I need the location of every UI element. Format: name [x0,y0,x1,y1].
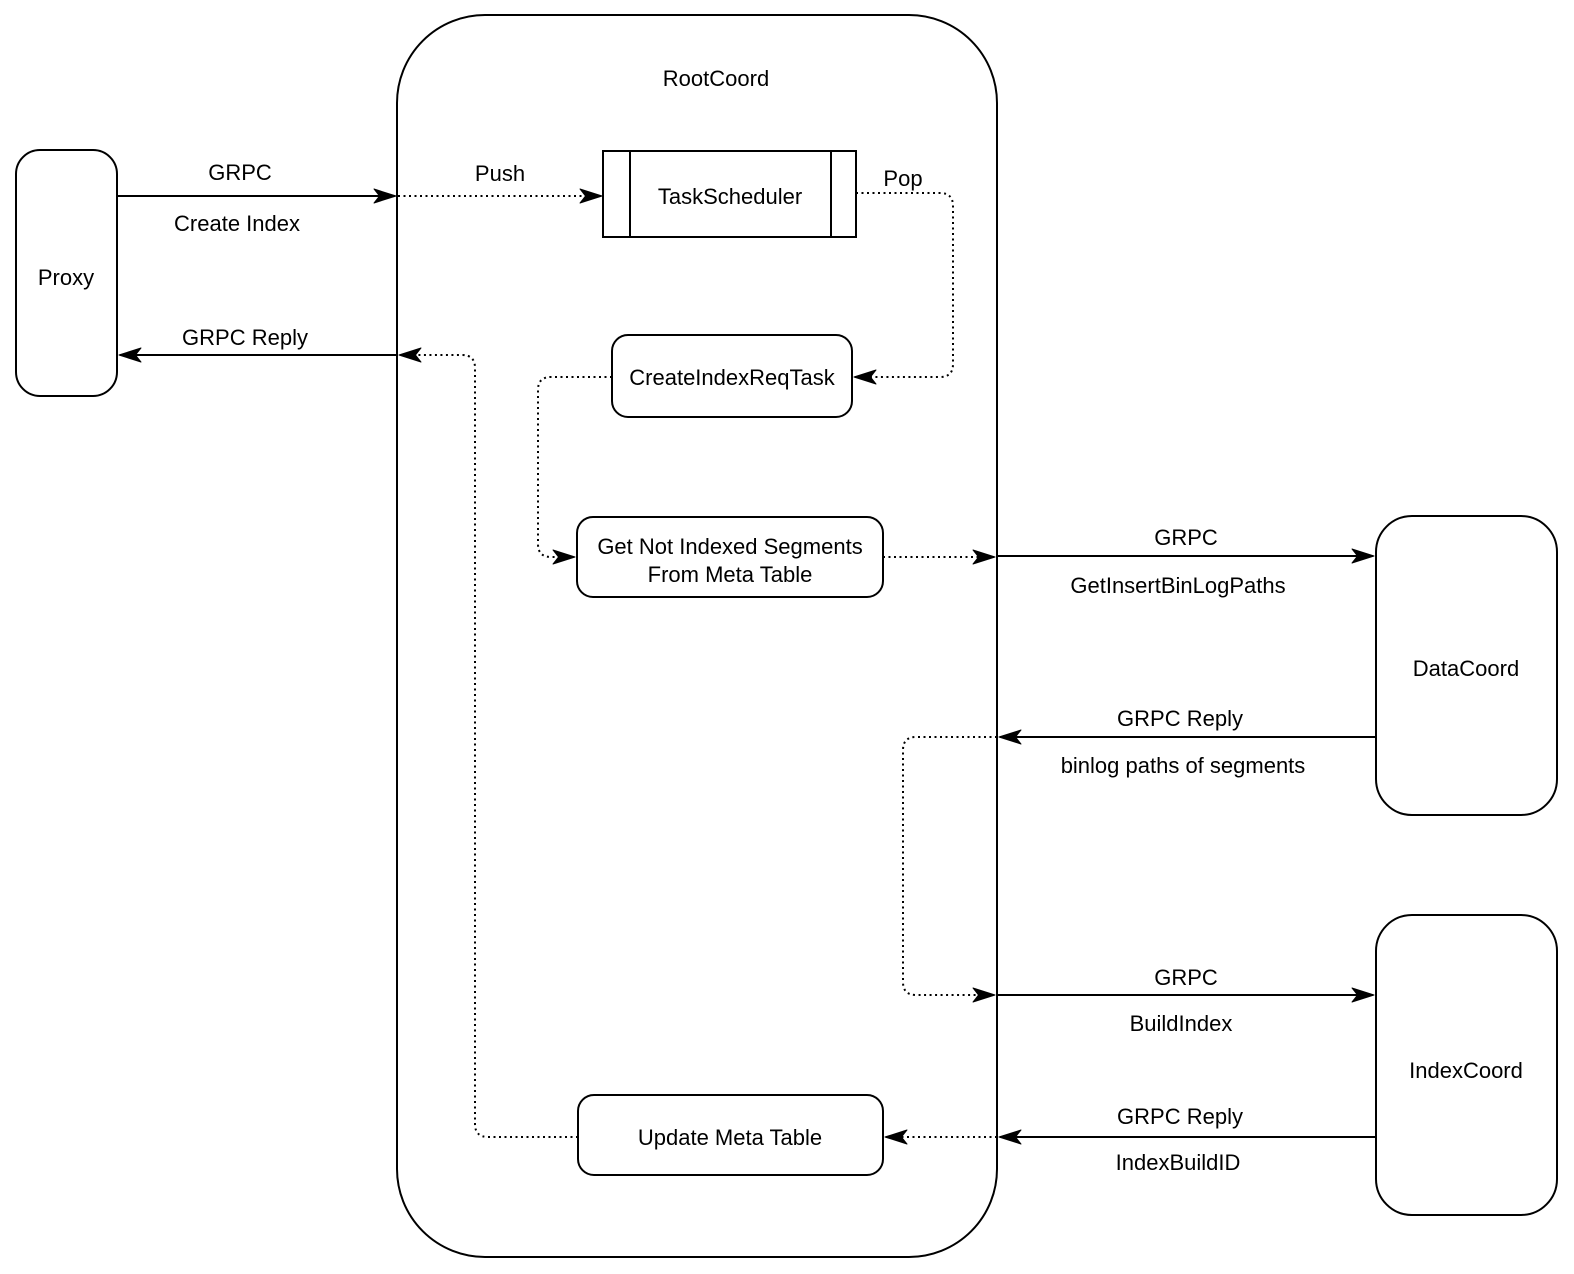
edge-pop-line [853,192,954,385]
edge-update-meta-to-edge [398,347,578,1138]
edge-create-index-request-operation: Create Index [174,211,300,236]
task-scheduler-label: TaskScheduler [658,184,802,209]
edge-grpc-reply-to-proxy: GRPC Reply [118,325,396,363]
edge-binlog-paths-reply-operation: binlog paths of segments [1061,753,1306,778]
edge-binlog-paths-reply: GRPC Reply binlog paths of segments [998,706,1376,778]
index-coord-box [1375,914,1558,1216]
index-coord-node: IndexCoord [1375,914,1558,1216]
edge-binlog-paths-reply-protocol: GRPC Reply [1117,706,1243,731]
edge-create-index-request-protocol: GRPC [208,160,272,185]
proxy-node-box [15,149,118,397]
rootcoord-container: RootCoord [396,14,998,1258]
data-coord-box [1375,515,1558,816]
edge-get-insert-binlog-paths-protocol: GRPC [1154,525,1218,550]
get-not-indexed-segments-label-line1: Get Not Indexed Segments [597,534,862,559]
edge-build-index: GRPC BuildIndex [997,965,1375,1036]
update-meta-table-label: Update Meta Table [638,1125,822,1150]
edge-build-index-protocol: GRPC [1154,965,1218,990]
index-coord-label: IndexCoord [1409,1058,1523,1083]
update-meta-table-box [577,1094,884,1176]
data-coord-label: DataCoord [1413,656,1519,681]
task-scheduler-node: TaskScheduler [602,150,857,238]
edge-push-label: Push [475,161,525,186]
rootcoord-container-box [396,14,998,1258]
proxy-node-label: Proxy [38,265,94,290]
edge-get-insert-binlog-paths: GRPC GetInsertBinLogPaths [883,525,1375,598]
edge-pop-label: Pop [883,166,922,191]
rootcoord-container-label: RootCoord [663,66,769,91]
data-coord-node: DataCoord [1375,515,1558,816]
get-not-indexed-segments-label-line2: From Meta Table [648,562,813,587]
create-index-req-task-label: CreateIndexReqTask [629,365,835,390]
create-index-req-task-node: CreateIndexReqTask [611,334,853,418]
update-meta-table-node: Update Meta Table [577,1094,884,1176]
edge-index-build-id-reply-protocol: GRPC Reply [1117,1104,1243,1129]
edge-task-to-get-segments [537,376,612,565]
proxy-node: Proxy [15,149,118,397]
edge-grpc-reply-to-proxy-label: GRPC Reply [182,325,308,350]
edge-task-to-get-segments-line [537,376,612,565]
edge-get-insert-binlog-paths-operation: GetInsertBinLogPaths [1070,573,1285,598]
edge-build-index-operation: BuildIndex [1130,1011,1233,1036]
get-not-indexed-segments-node: Get Not Indexed Segments From Meta Table [576,516,884,598]
edge-update-meta-to-edge-line [398,347,578,1138]
edge-push: Push [398,161,603,204]
edge-pop: Pop [853,166,954,385]
edge-index-build-id-reply-operation: IndexBuildID [1116,1150,1241,1175]
edge-create-index-request: GRPC Create Index [117,160,397,236]
edge-index-build-id-reply: GRPC Reply IndexBuildID [998,1104,1376,1175]
